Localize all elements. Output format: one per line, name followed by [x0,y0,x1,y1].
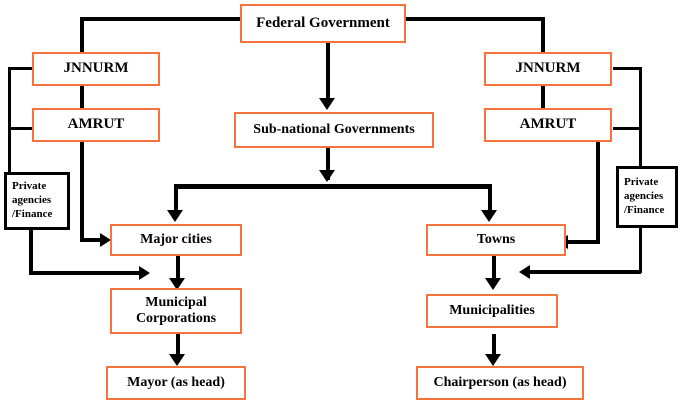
arrowhead-private-left [139,266,150,280]
node-amrut-right-label: AMRUT [519,116,577,133]
connector-federal-right-drop [541,17,545,52]
node-jnnurm-left[interactable]: JNNURM [32,52,160,86]
connector-federal-left-drop [80,17,84,52]
node-major-cities[interactable]: Major cities [110,224,242,256]
node-amrut-right[interactable]: AMRUT [484,108,612,142]
node-chairperson[interactable]: Chairperson (as head) [416,366,584,400]
connector-splitter-bar [174,184,492,189]
connector-federal-to-left [80,17,242,21]
node-chairperson-label: Chairperson (as head) [433,374,567,390]
arrowhead-majorcities-to-municipalcorp [169,278,185,290]
node-private-agencies-left[interactable]: Private agencies /Finance [4,172,70,230]
node-jnnurm-left-label: JNNURM [63,60,129,77]
connector-amrut-left-into-majorcities [80,238,102,242]
arrowhead-right-spine [519,265,530,279]
connector-right-spine-to-amrut [613,127,641,130]
arrowhead-federal-to-subnational [319,98,335,110]
connector-amrut-right-into-towns [566,240,598,244]
connector-municipalcorp-to-mayor [176,334,180,362]
node-sub-national-governments-label: Sub-national Governments [253,121,415,137]
arrowhead-municipalcorp-to-mayor [169,354,185,366]
node-private-agencies-right[interactable]: Private agencies /Finance [616,166,678,228]
arrowhead-splitter-to-majorcities [167,210,183,222]
connector-left-spine [8,67,11,173]
node-jnnurm-right[interactable]: JNNURM [484,52,612,86]
node-municipal-corporations-label: Municipal Corporations [135,294,217,326]
connector-splitter-to-towns [488,184,492,216]
arrowhead-subnational-down [319,170,335,182]
node-mayor-label: Mayor (as head) [127,374,225,390]
node-federal-government[interactable]: Federal Government [240,4,406,43]
node-major-cities-label: Major cities [140,231,212,247]
connector-municipalities-to-chairperson [492,334,496,362]
connector-private-left-to-right [29,271,141,275]
arrowhead-towns-to-municipalities [485,278,501,290]
connector-jnnurm-left-to-amrut-left [80,86,84,108]
node-private-agencies-right-label: Private agencies /Finance [624,176,665,216]
connector-left-spine-to-amrut [8,127,34,130]
connector-subnational-down [326,148,330,180]
node-private-agencies-left-label: Private agencies /Finance [12,180,53,220]
connector-jnnurm-right-to-amrut-right [541,86,545,108]
connector-amrut-right-down [596,142,600,244]
node-municipalities-label: Municipalities [449,302,535,318]
connector-left-spine-to-jnnurm [8,67,34,70]
node-municipalities[interactable]: Municipalities [426,294,558,328]
arrowhead-amrut-left-into-majorcities [100,233,111,247]
connector-splitter-to-majorcities [174,184,178,216]
node-mayor[interactable]: Mayor (as head) [106,366,246,400]
connector-amrut-left-down [80,142,84,242]
connector-private-left-down [29,230,33,275]
connector-federal-to-subnational [326,42,330,100]
connector-majorcities-to-municipalcorp [176,256,180,284]
node-sub-national-governments[interactable]: Sub-national Governments [234,112,434,148]
node-amrut-left[interactable]: AMRUT [32,108,160,142]
connector-right-spine-to-left [528,270,641,274]
node-towns[interactable]: Towns [426,224,566,256]
arrowhead-municipalities-to-chairperson [485,354,501,366]
arrowhead-splitter-to-towns [481,210,497,222]
node-jnnurm-right-label: JNNURM [515,60,581,77]
connector-towns-to-municipalities [492,256,496,284]
node-towns-label: Towns [476,231,516,247]
connector-right-spine-to-jnnurm [613,67,641,70]
node-amrut-left-label: AMRUT [67,116,125,133]
node-federal-government-label: Federal Government [256,14,390,31]
node-municipal-corporations[interactable]: Municipal Corporations [110,288,242,334]
connector-federal-to-right [405,17,545,21]
